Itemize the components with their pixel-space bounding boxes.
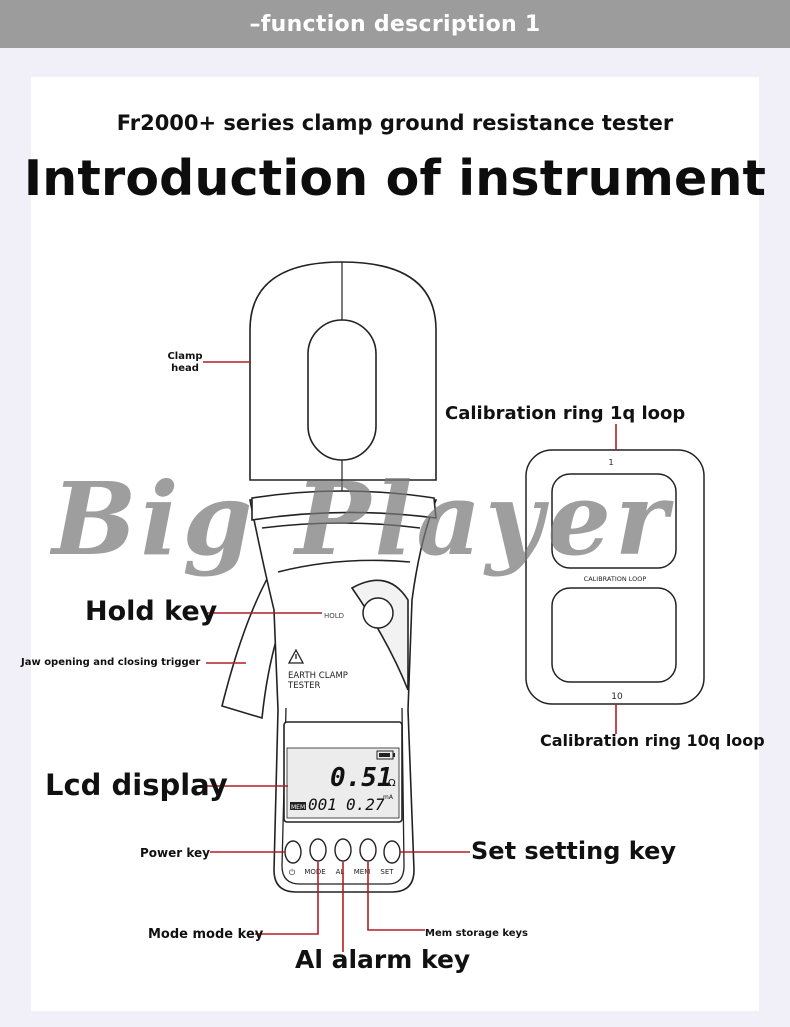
lcd-mem-index: 001 [308,795,337,814]
key-buttons [284,838,401,864]
cal-top-number: 1 [608,458,613,467]
label-jaw-trigger: Jaw opening and closing trigger [21,657,201,668]
lcd-current-reading: 0.27 [346,795,385,814]
lcd-main-reading: 0.51 [330,763,393,793]
label-mode-key: Mode mode key [148,927,264,942]
lcd-mem-badge: MEM [291,804,305,811]
hold-button [362,597,394,629]
leader-lines [203,361,617,952]
lcd-mem-badge-bg [290,802,306,810]
power-key-marking: ⏻ [289,868,296,877]
label-clamp-head: Clamp head [160,351,210,375]
watermark: Big Player [52,460,672,578]
lcd-screen [283,721,403,823]
mem-button [359,838,377,862]
al-key-marking: AL [336,868,345,876]
clamp-head [249,261,437,496]
hold-marking: HOLD [324,612,344,620]
mem-key-marking: MEM [354,868,371,876]
calibration-ring [525,449,705,705]
label-clamp-head-line1: Clamp [167,351,203,362]
label-hold-key: Hold key [85,596,218,627]
label-mem-keys: Mem storage keys [425,928,528,939]
page-title: Introduction of instrument [23,150,767,207]
nameplate-line2: TESTER [287,681,321,691]
label-set-key: Set setting key [471,837,676,865]
cal-middle-label: CALIBRATION LOOP [584,575,647,583]
al-button [334,838,352,862]
header-banner: –function description 1 [0,0,790,48]
lcd-main-unit: Ω [388,778,396,789]
mode-button [309,838,327,862]
label-cal-ring-10: Calibration ring 10q loop [540,731,765,750]
label-al-key: Al alarm key [295,945,471,974]
product-subtitle: Fr2000+ series clamp ground resistance t… [116,111,674,135]
label-clamp-head-line2: head [171,363,199,374]
label-power-key: Power key [140,846,210,860]
mode-key-marking: MODE [304,868,325,876]
cal-bottom-number: 10 [611,692,623,702]
label-cal-ring-1: Calibration ring 1q loop [445,403,686,424]
nameplate-line1: EARTH CLAMP [288,671,348,681]
set-button [383,840,401,864]
power-button [284,840,302,864]
lcd-current-unit: mA [383,794,394,801]
set-key-marking: SET [380,868,394,876]
label-lcd-display: Lcd display [45,768,228,802]
warning-icon [287,648,305,664]
